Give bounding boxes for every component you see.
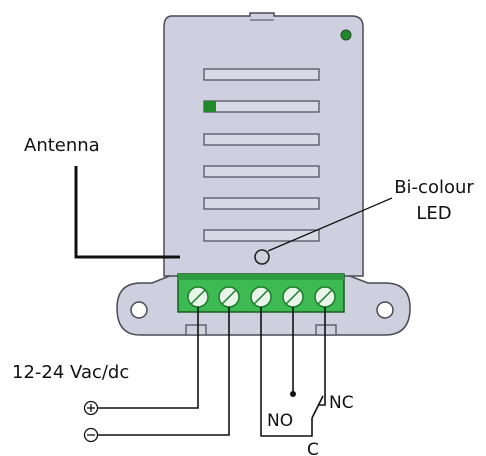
display-slot: [203, 133, 320, 146]
terminal-clip-right: [315, 324, 337, 336]
mounting-hole-left: [130, 301, 148, 319]
power-wire-positive: [98, 307, 199, 409]
no-contact-dot: [290, 391, 296, 397]
terminal-clip-left: [185, 324, 207, 336]
display-slot: [203, 197, 320, 210]
no-label: NO: [267, 411, 293, 431]
display-slot: [203, 165, 320, 178]
mounting-hole-right: [376, 301, 394, 319]
c-label: C: [307, 440, 319, 456]
power-wire-negative: [98, 307, 230, 436]
active-slot-indicator: [204, 101, 216, 112]
led-label-line2: LED: [416, 203, 451, 224]
power-label: 12-24 Vac/dc: [12, 362, 129, 383]
nc-label: NC: [329, 393, 354, 413]
led-label-line1: Bi-colour: [394, 177, 474, 198]
relay-wire-common: [260, 307, 313, 437]
relay-switch-blade: [311, 395, 324, 419]
display-slot: [203, 229, 320, 242]
relay-wire-nc: [319, 307, 326, 406]
display-slot: [203, 100, 320, 113]
antenna-label: Antenna: [24, 135, 100, 156]
display-slots: [203, 68, 320, 242]
display-slot: [203, 68, 320, 81]
status-indicator-dot: [340, 29, 352, 41]
terminal-block: [177, 273, 345, 313]
bi-colour-led: [254, 249, 270, 265]
led-leader-line: [267, 197, 393, 252]
antenna-wire: [74, 166, 180, 259]
